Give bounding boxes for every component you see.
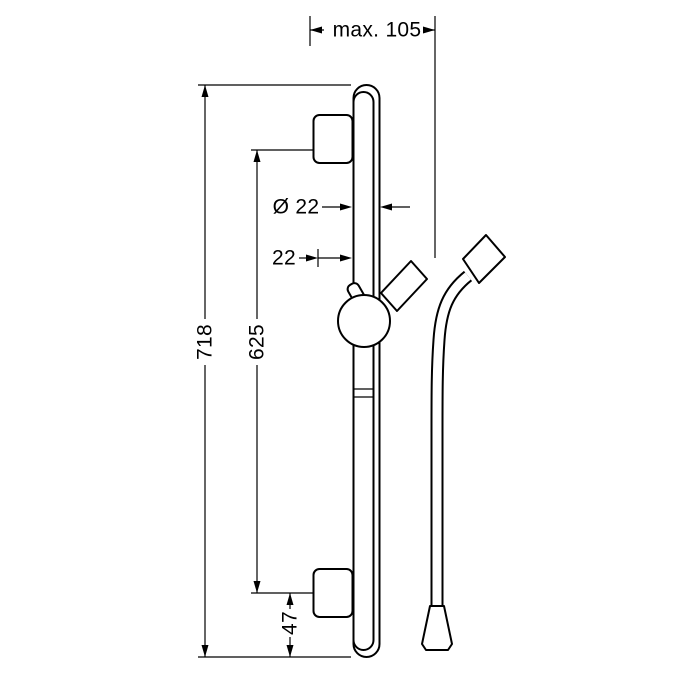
arrow-625-bottom [253, 581, 261, 593]
arrow-47-top [286, 593, 294, 605]
dim-label-718: 718 [194, 324, 217, 360]
wall-brackets [312, 114, 354, 618]
arrow-47-bottom [286, 645, 294, 657]
dim-label-dia-22: Ø 22 [273, 196, 320, 219]
shower-hose-core [432, 272, 471, 607]
arrow-dia22-right [380, 203, 392, 211]
dim-label-625: 625 [246, 324, 269, 360]
handshower-holder-cone [380, 260, 428, 312]
dimension-labels: max. 105 718 625 Ø 22 22 47 [194, 19, 422, 635]
rail-front-bar [352, 91, 375, 651]
arrow-718-top [201, 85, 209, 97]
arrow-max105-right [423, 26, 435, 34]
dim-label-max-105: max. 105 [333, 19, 422, 42]
shower-rail [352, 84, 381, 658]
dimension-graphics [198, 16, 436, 658]
arrow-max105-left [310, 26, 322, 34]
gap-625 [248, 319, 266, 365]
arrow-dia22-left [340, 203, 352, 211]
dim-label-22: 22 [272, 247, 296, 270]
shower-hose-group [421, 234, 506, 651]
gap-47 [281, 609, 299, 637]
dimension-arrows [201, 26, 435, 657]
wall-bracket-bottom [312, 568, 354, 618]
dim-label-47: 47 [279, 611, 302, 635]
dimension-text-gaps [196, 16, 430, 637]
hose-bottom-fitting [421, 605, 453, 651]
gap-max105 [324, 16, 430, 44]
slider-knob [337, 294, 391, 348]
arrow-625-top [253, 150, 261, 162]
arrow-718-bottom [201, 645, 209, 657]
hose-connector-cone [462, 234, 506, 284]
arrow-22-first [306, 254, 318, 262]
wall-bracket-top [312, 114, 354, 164]
arrow-22-second [340, 254, 352, 262]
gap-718 [196, 319, 214, 365]
slider-unit [337, 260, 428, 348]
